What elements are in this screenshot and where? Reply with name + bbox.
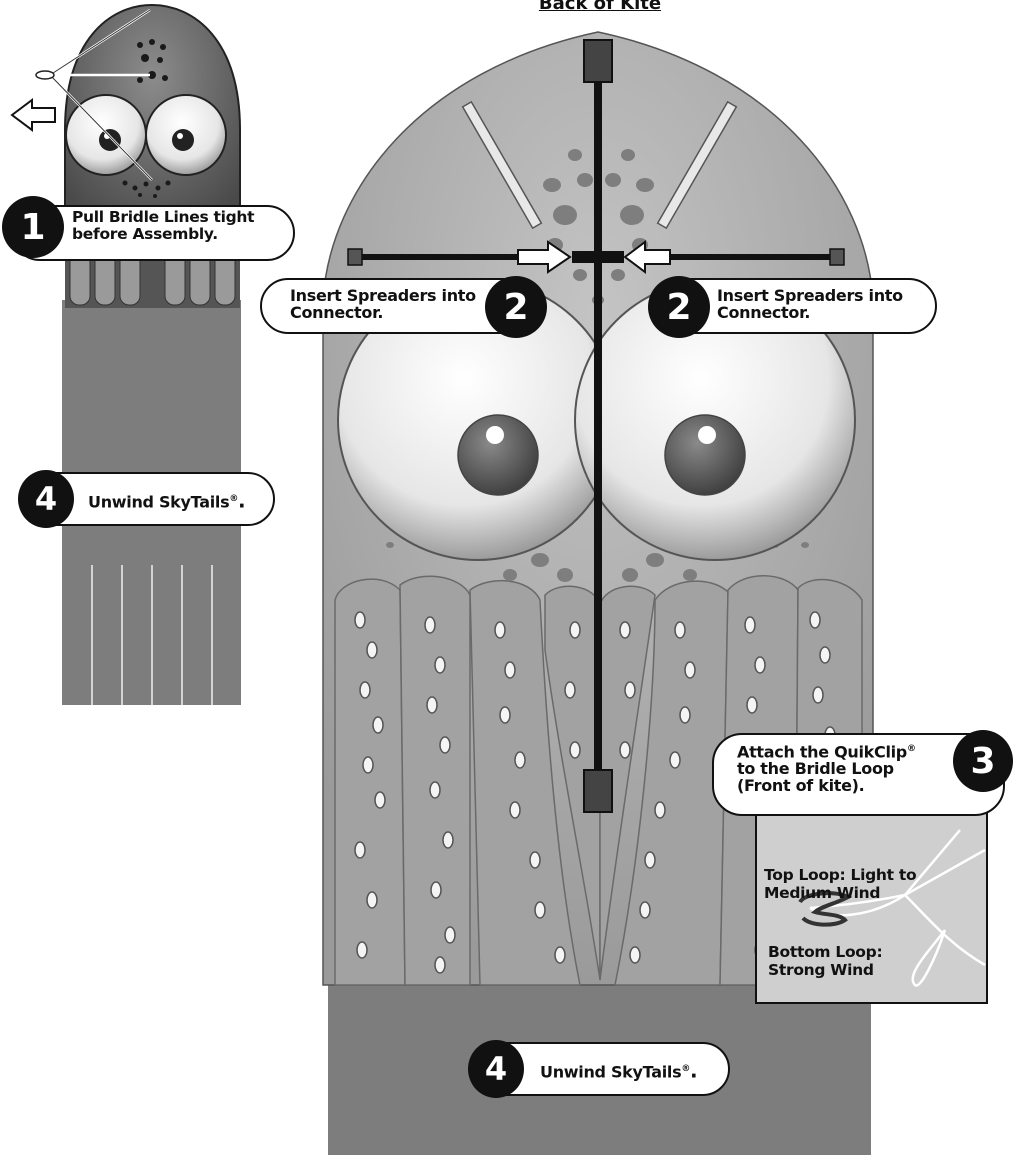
step4-bottom-text: Unwind SkyTails®. bbox=[540, 1061, 697, 1080]
registered-mark: ® bbox=[907, 744, 916, 754]
spine-spar bbox=[594, 48, 602, 808]
step1-badge: 1 bbox=[2, 196, 64, 258]
step3-text-rest: to the Bridle Loop (Front of kite). bbox=[737, 759, 894, 795]
step2-right-badge: 2 bbox=[648, 276, 710, 338]
step1-text: Pull Bridle Lines tight before Assembly. bbox=[72, 209, 254, 243]
step4-left-text: Unwind SkyTails®. bbox=[88, 491, 245, 510]
center-connector bbox=[572, 251, 624, 263]
step2-right-text: Insert Spreaders into Connector. bbox=[717, 287, 903, 321]
step2-left-text: Insert Spreaders into Connector. bbox=[290, 287, 476, 321]
step4-left-label: Unwind SkyTails bbox=[88, 492, 229, 511]
step3-text: Attach the QuikClip® to the Bridle Loop … bbox=[737, 741, 916, 794]
step4-bottom-badge: 4 bbox=[468, 1040, 524, 1098]
pull-arrow-icon bbox=[12, 100, 55, 130]
spine-top-cap bbox=[584, 40, 612, 82]
registered-mark: ® bbox=[681, 1064, 690, 1074]
top-loop-label: Top Loop: Light to Medium Wind bbox=[764, 866, 916, 902]
step4-bottom-label: Unwind SkyTails bbox=[540, 1062, 681, 1081]
step2-left-badge: 2 bbox=[485, 276, 547, 338]
bridle-clip bbox=[36, 71, 54, 79]
step4-left-badge: 4 bbox=[18, 470, 74, 528]
small-kite-illustration bbox=[12, 5, 241, 705]
right-spreader bbox=[665, 254, 840, 260]
step4-bottom-period: . bbox=[690, 1058, 697, 1082]
step4-left-period: . bbox=[238, 488, 245, 512]
bottom-loop-label: Bottom Loop: Strong Wind bbox=[768, 943, 882, 979]
step3-badge: 3 bbox=[953, 730, 1013, 792]
registered-mark: ® bbox=[229, 494, 238, 504]
spine-bottom-cap bbox=[584, 770, 612, 812]
left-spreader bbox=[355, 254, 535, 260]
page-title: Back of Kite bbox=[520, 0, 680, 14]
